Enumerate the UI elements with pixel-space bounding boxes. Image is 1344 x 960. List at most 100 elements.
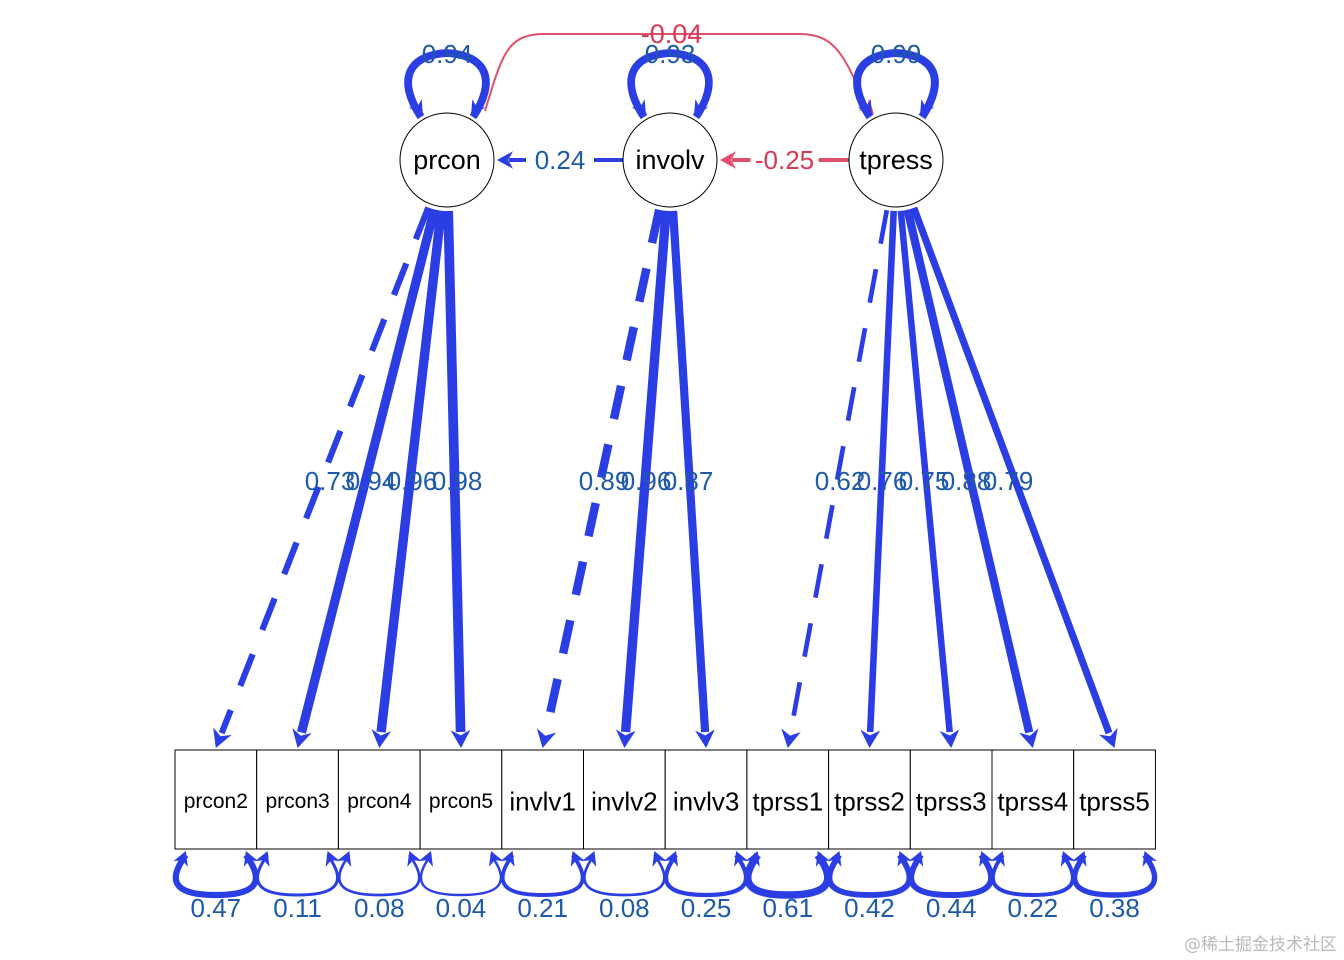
residual-arrowhead-left-invlv3 (663, 851, 678, 867)
residual-loop-invlv1 (500, 853, 585, 897)
variance-arrowhead-right-prcon (471, 99, 486, 115)
loading-value-tprss2: 0.76 (857, 466, 908, 496)
loading-line-invlv2 (620, 210, 671, 733)
loading-line-prcon3 (297, 208, 439, 734)
covariance-arc-prcon-tpress (484, 33, 869, 112)
loading-line-tprss1 (788, 209, 890, 733)
variance-value-prcon: 0.94 (422, 39, 473, 69)
residual-value-tprss3: 0.44 (926, 893, 977, 923)
latent-node-prcon (399, 112, 495, 208)
indicator-label-tprss4: tprss4 (997, 787, 1068, 817)
variance-loop-prcon (404, 49, 490, 120)
residual-value-tprss2: 0.42 (844, 893, 895, 923)
latent-node-tpress (848, 112, 944, 208)
residual-arrowhead-right-prcon5 (489, 851, 504, 867)
regression-label-bg (750, 144, 819, 176)
loading-arrowhead-prcon4 (371, 729, 392, 748)
loading-line-tprss4 (903, 208, 1034, 734)
residual-loop-tprss3 (908, 853, 995, 899)
loading-arrowhead-tprss4 (1019, 728, 1039, 748)
loading-value-tprss3: 0.75 (899, 466, 950, 496)
loading-arrowhead-tprss1 (781, 728, 801, 748)
loading-line-invlv1 (541, 208, 664, 734)
latent-node-involv (622, 112, 718, 208)
residual-loop-tprss2 (826, 853, 913, 898)
residual-loop-invlv3 (663, 853, 749, 898)
residual-value-tprss1: 0.61 (762, 893, 813, 923)
variance-loop-tpress (853, 48, 939, 120)
variance-arrowhead-left-involv (631, 99, 646, 115)
indicator-label-invlv1: invlv1 (509, 787, 575, 817)
residual-loop-tprss4 (990, 853, 1075, 898)
residual-arrowhead-left-invlv2 (582, 851, 597, 867)
residual-arrowhead-right-tprss3 (979, 851, 994, 867)
loading-line-tprss2 (866, 210, 897, 733)
residual-value-tprss4: 0.22 (1008, 893, 1059, 923)
indicator-box-prcon4 (337, 749, 421, 850)
residual-arrowhead-left-tprss3 (908, 851, 924, 867)
latent-label-involv: involv (635, 145, 705, 175)
regression-value-involv-prcon: 0.24 (535, 145, 586, 175)
loading-line-tprss3 (897, 210, 953, 733)
residual-loop-prcon2 (172, 853, 259, 899)
indicator-box-invlv1 (501, 749, 584, 850)
residual-value-prcon3: 0.11 (273, 893, 322, 923)
covariance-value-prcon-tpress: -0.04 (641, 19, 703, 49)
indicator-label-tprss1: tprss1 (752, 787, 823, 817)
loading-value-tprss1: 0.62 (815, 466, 866, 496)
regression-value-tpress-involv: -0.25 (755, 145, 814, 175)
residual-loop-tprss5 (1071, 853, 1158, 898)
indicator-box-prcon3 (256, 749, 339, 850)
indicator-label-invlv3: invlv3 (673, 787, 739, 817)
indicator-label-prcon4: prcon4 (347, 790, 412, 813)
loading-arrowhead-prcon5 (450, 729, 471, 748)
indicator-label-prcon2: prcon2 (184, 790, 248, 813)
residual-loop-invlv2 (582, 854, 666, 897)
loading-arrowhead-prcon2 (213, 727, 232, 748)
regression-label-bg (526, 144, 594, 176)
residual-loop-prcon4 (337, 854, 421, 897)
residual-arrowhead-right-invlv2 (652, 851, 667, 867)
residual-arrowhead-left-prcon3 (255, 851, 270, 867)
latent-label-tpress: tpress (859, 145, 933, 175)
residual-value-invlv1: 0.21 (517, 893, 568, 923)
residual-arrowhead-right-tprss1 (815, 851, 831, 867)
indicator-box-prcon5 (419, 749, 503, 850)
loading-value-invlv1: 0.89 (579, 466, 630, 496)
indicator-label-invlv2: invlv2 (591, 787, 657, 817)
residual-loop-prcon5 (419, 854, 503, 897)
indicator-box-invlv2 (583, 749, 666, 850)
variance-loop-involv (627, 49, 713, 120)
residual-arrowhead-right-prcon3 (325, 851, 340, 867)
indicator-box-tprss5 (1073, 749, 1156, 850)
indicator-box-tprss1 (746, 749, 830, 850)
residual-arrowhead-right-invlv1 (570, 851, 585, 867)
loading-arrowhead-tprss5 (1099, 727, 1118, 748)
indicator-label-tprss3: tprss3 (916, 787, 987, 817)
residual-arrowhead-right-tprss5 (1142, 851, 1157, 867)
variance-arrowhead-right-involv (694, 99, 709, 115)
residual-arrowhead-right-prcon4 (407, 851, 422, 867)
residual-arrowhead-left-tprss2 (827, 851, 842, 867)
variance-layer (172, 48, 1158, 899)
residual-arrowhead-left-tprss1 (745, 851, 760, 867)
residual-arrowhead-left-invlv1 (500, 851, 515, 867)
loading-value-prcon4: 0.96 (387, 466, 438, 496)
residual-arrowhead-left-tprss4 (990, 851, 1005, 867)
loading-value-tprss4: 0.88 (941, 466, 992, 496)
residual-loop-tprss1 (744, 852, 832, 899)
residual-value-tprss5: 0.38 (1089, 893, 1140, 923)
residual-arrowhead-right-invlv3 (734, 851, 749, 867)
loading-layer (213, 206, 1118, 748)
latent-label-prcon: prcon (413, 145, 481, 175)
residual-value-invlv2: 0.08 (599, 893, 650, 923)
indicator-label-tprss5: tprss5 (1079, 787, 1150, 817)
loading-value-invlv2: 0.96 (621, 466, 672, 496)
variance-arrowhead-left-tpress (857, 99, 872, 115)
variance-arrowhead-right-tpress (920, 99, 935, 115)
indicator-box-tprss3 (909, 749, 993, 850)
residual-loop-prcon3 (256, 854, 340, 897)
variance-arrowhead-left-prcon (408, 99, 423, 115)
